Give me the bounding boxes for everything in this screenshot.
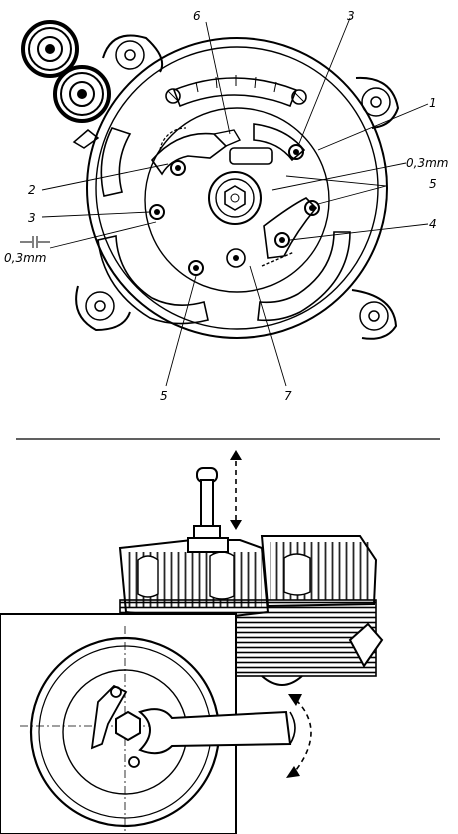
cam-hub xyxy=(208,171,262,225)
callout-2: 2 xyxy=(28,183,36,197)
flywheel xyxy=(20,626,236,834)
callout-3-left: 3 xyxy=(28,211,36,225)
callout-gap-right: 0,3mm xyxy=(406,156,448,170)
condenser xyxy=(229,147,273,165)
callout-7: 7 xyxy=(284,389,292,403)
adjustment-slots xyxy=(97,123,351,325)
rotation-arrow xyxy=(286,694,312,778)
small-gear-lower xyxy=(53,65,111,123)
callout-3-top: 3 xyxy=(347,9,355,23)
contact-breaker-lower xyxy=(261,197,318,267)
callout-4: 4 xyxy=(429,217,437,231)
timing-scale xyxy=(165,75,307,108)
contact-breaker-upper xyxy=(150,127,242,176)
callout-1: 1 xyxy=(429,96,437,110)
base-plate xyxy=(144,107,330,293)
dial-gauge xyxy=(193,450,242,541)
breaker-plate-figure: 6 3 1 0,3mm 2 5 3 4 0,3mm 5 7 xyxy=(4,9,448,403)
wrench xyxy=(137,708,296,755)
callout-6: 6 xyxy=(193,9,201,23)
callout-5-right: 5 xyxy=(429,177,437,191)
screws xyxy=(149,144,320,276)
feeler-gauge-symbol xyxy=(20,236,50,248)
leader-lines xyxy=(41,17,429,387)
engine-figure xyxy=(0,450,384,834)
small-gear-upper xyxy=(21,20,79,78)
callout-gap-left: 0,3mm xyxy=(4,251,46,265)
callout-5-bottom: 5 xyxy=(160,389,168,403)
